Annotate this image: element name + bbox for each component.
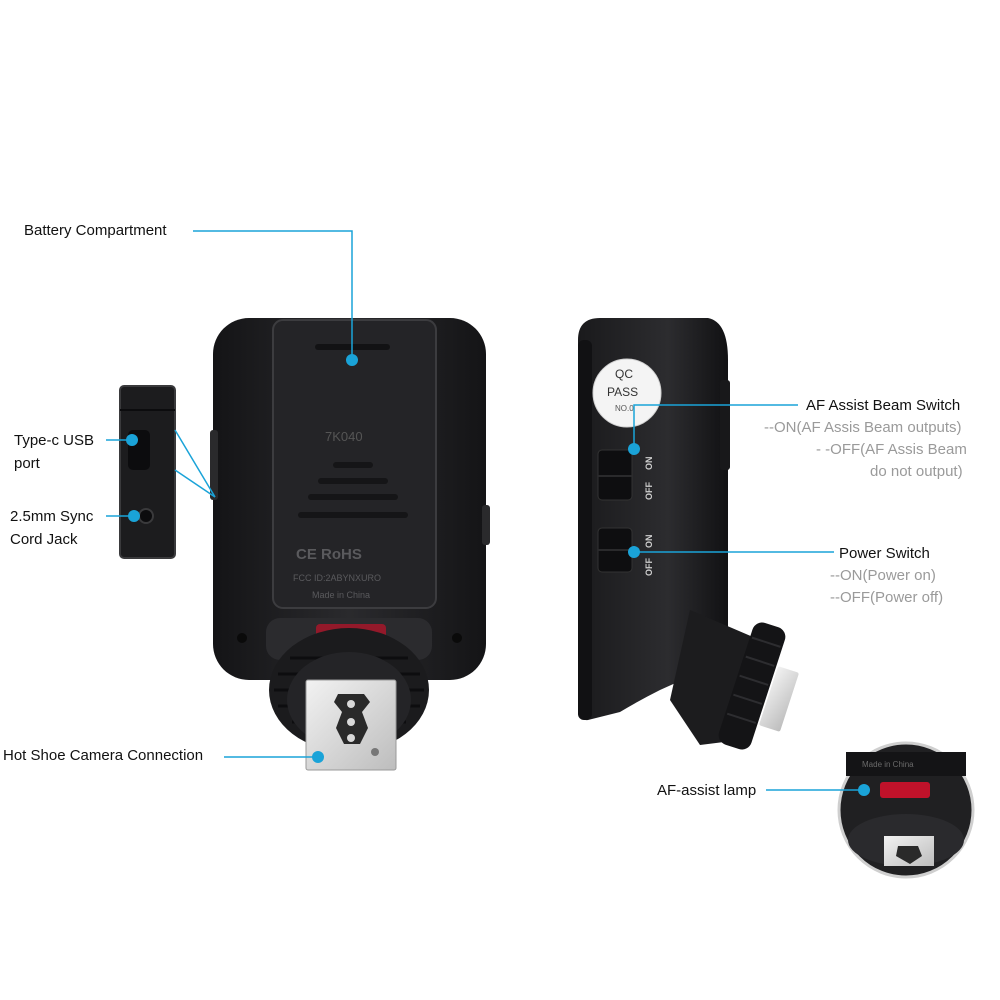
callout-lines bbox=[106, 230, 864, 791]
side-locking-ring bbox=[718, 622, 786, 750]
af-switch-on-print: ON bbox=[644, 457, 654, 471]
hot-shoe-label: Hot Shoe Camera Connection bbox=[3, 747, 204, 764]
fcc-print: FCC ID:2ABYNXURO bbox=[293, 573, 381, 583]
power-switch-on-desc: --ON(Power on) bbox=[830, 567, 936, 584]
af-switch-off-desc-1: - -OFF(AF Assis Beam bbox=[816, 441, 967, 458]
callout-dots bbox=[126, 354, 870, 796]
af-assist-lamp-label: AF-assist lamp bbox=[657, 782, 757, 799]
qc-pass-sticker bbox=[592, 358, 662, 428]
usb-port-label-line1: Type-c USB bbox=[14, 432, 95, 449]
transmitter-back-view: 7K040 CE RoHS FCC ID:2ABYNXURO Made in C… bbox=[210, 318, 490, 771]
made-in-print: Made in China bbox=[312, 590, 370, 600]
pass-text: PASS bbox=[607, 385, 638, 399]
power-switch-off-desc: --OFF(Power off) bbox=[830, 589, 944, 606]
battery-compartment-label: Battery Compartment bbox=[24, 222, 167, 239]
af-switch-off-desc-2: do not output) bbox=[870, 463, 963, 480]
power-switch-label: Power Switch bbox=[839, 545, 930, 562]
af-lamp-closeup: Made in China bbox=[837, 741, 975, 879]
ce-rohs-mark: CE RoHS bbox=[296, 546, 362, 563]
qc-text: QC bbox=[615, 367, 633, 381]
power-switch-off-print: OFF bbox=[644, 558, 654, 576]
power-switch-on-print: ON bbox=[644, 535, 654, 549]
serial-print: 7K040 bbox=[325, 429, 363, 444]
side-hot-shoe-foot bbox=[759, 666, 799, 732]
af-switch-off-print: OFF bbox=[644, 482, 654, 500]
sync-jack bbox=[138, 508, 154, 524]
af-assist-lamp bbox=[880, 782, 930, 798]
transmitter-side-view: QC PASS NO.0 ON OFF ON OFF bbox=[578, 318, 799, 750]
sync-jack-label-line1: 2.5mm Sync bbox=[10, 508, 94, 525]
qc-number: NO.0 bbox=[615, 404, 634, 413]
closeup-made-in-print: Made in China bbox=[862, 760, 914, 769]
sync-jack-label-line2: Cord Jack bbox=[10, 531, 78, 548]
af-switch-on-desc: --ON(AF Assis Beam outputs) bbox=[764, 419, 962, 436]
usb-port-label-line2: port bbox=[14, 455, 40, 472]
af-assist-switch-label: AF Assist Beam Switch bbox=[806, 397, 961, 414]
port-inset bbox=[119, 385, 176, 559]
